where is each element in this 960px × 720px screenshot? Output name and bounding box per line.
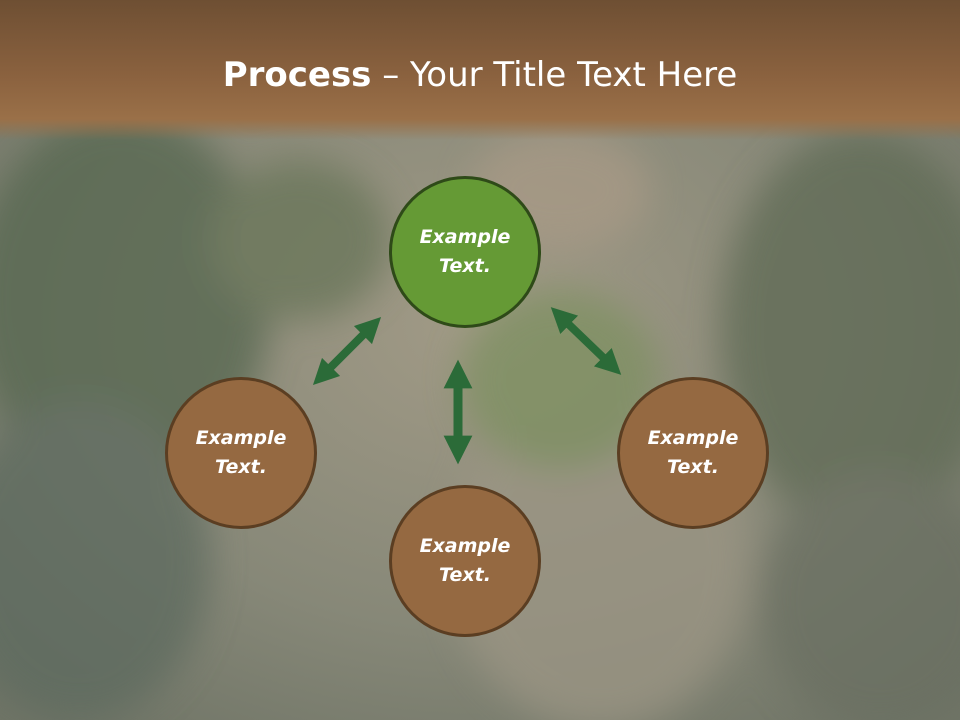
node-bottom: Example Text. xyxy=(389,485,541,637)
title-rest: – Your Title Text Here xyxy=(371,55,738,95)
node-right-text: Example Text. xyxy=(647,427,739,478)
title-bold: Process xyxy=(222,55,372,95)
arrow-top-left xyxy=(312,316,382,386)
node-top-text: Example Text. xyxy=(419,226,511,277)
node-left: Example Text. xyxy=(165,377,317,529)
node-left-text: Example Text. xyxy=(195,427,287,478)
node-top: Example Text. xyxy=(389,176,541,328)
node-bottom-text: Example Text. xyxy=(419,535,511,586)
node-right: Example Text. xyxy=(617,377,769,529)
slide-title: Process – Your Title Text Here xyxy=(0,52,960,98)
title-banner xyxy=(0,0,960,140)
arrow-top-right xyxy=(550,307,622,375)
